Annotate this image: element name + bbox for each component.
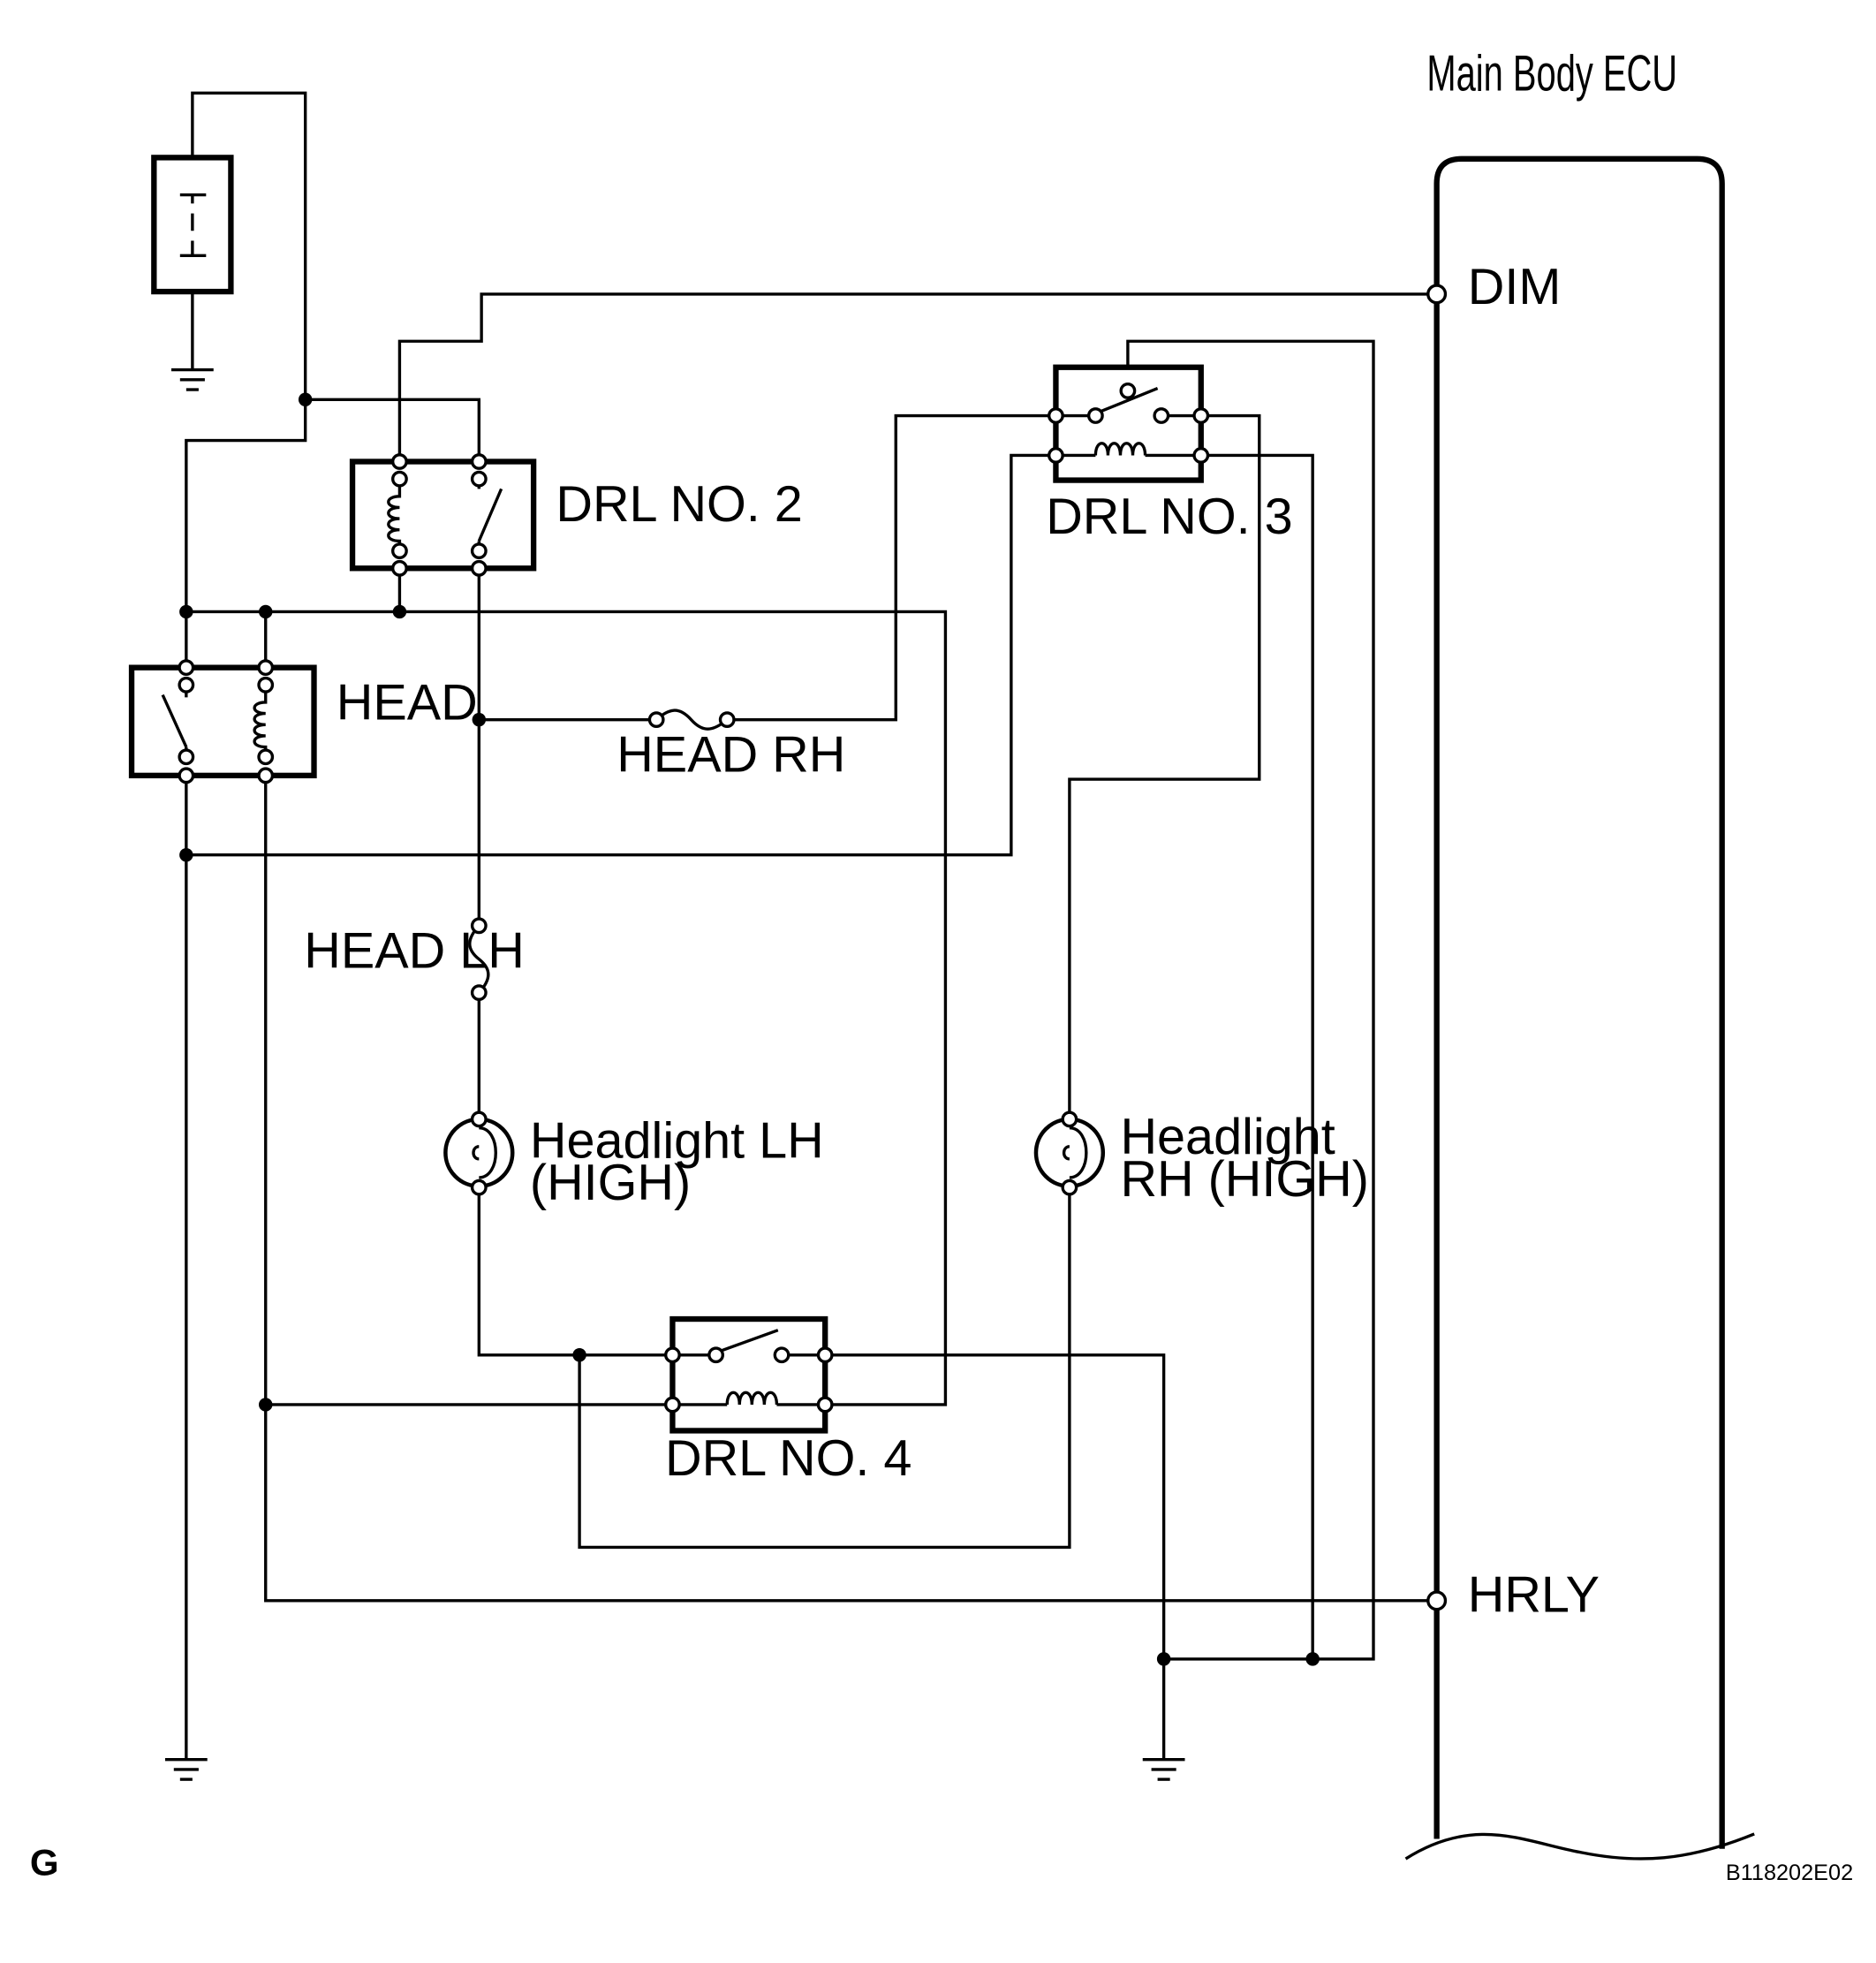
- figure-code: B118202E02: [1726, 1861, 1853, 1885]
- ecu-pin-hrly: HRLY: [1468, 1567, 1600, 1624]
- page-marker: G: [30, 1841, 59, 1883]
- head-lh-fuse: [468, 917, 490, 1002]
- drl-no4-label: DRL NO. 4: [665, 1430, 912, 1487]
- head-relay-label: HEAD: [337, 675, 478, 731]
- headlight-lh-symbol: [443, 1110, 515, 1196]
- headlight-lh-label-line1: Headlight LH: [530, 1112, 824, 1169]
- ecu-pin-dim: DIM: [1468, 259, 1562, 315]
- head-rh-fuse-label: HEAD RH: [617, 727, 845, 784]
- head-lh-fuse-label: HEAD LH: [304, 923, 525, 980]
- ecu-title: Main Body ECU: [1426, 46, 1677, 102]
- main-body-ecu: [1404, 155, 1755, 1861]
- drl-no3-label: DRL NO. 3: [1046, 489, 1292, 545]
- ground-symbol-battery: [170, 368, 214, 391]
- drl-no4-relay: [664, 1315, 834, 1434]
- wires: [185, 91, 1437, 1760]
- drl-no2-relay: [349, 453, 537, 577]
- battery-symbol: [151, 155, 234, 295]
- junction-dots: [179, 392, 1320, 1666]
- headlight-lh-label-line2: (HIGH): [530, 1155, 691, 1211]
- headlight-rh-symbol: [1033, 1110, 1106, 1196]
- drl-no2-label: DRL NO. 2: [556, 476, 802, 533]
- head-relay: [128, 659, 317, 784]
- head-rh-fuse: [647, 709, 736, 731]
- headlight-rh-label-line2: RH (HIGH): [1120, 1151, 1368, 1208]
- ground-symbol-right: [1142, 1757, 1185, 1781]
- ground-symbol-left: [164, 1757, 208, 1781]
- drl-no3-relay: [1048, 364, 1210, 483]
- headlight-rh-label-line1: Headlight: [1120, 1109, 1335, 1165]
